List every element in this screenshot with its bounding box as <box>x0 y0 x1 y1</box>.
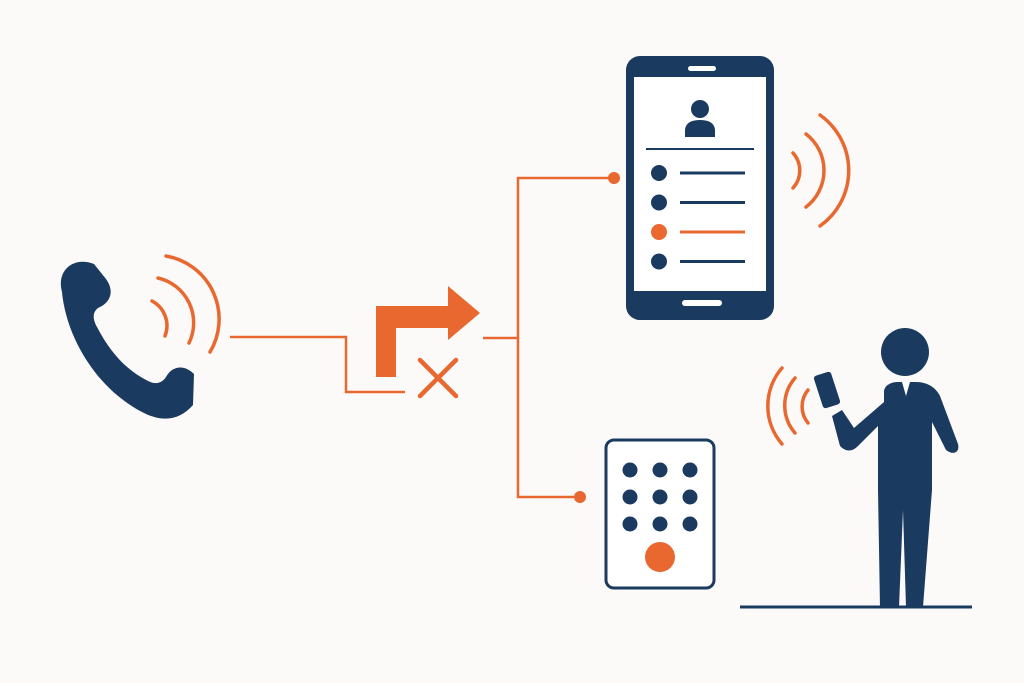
person-signal-waves <box>766 366 810 446</box>
keypad-key <box>652 516 668 532</box>
contact-list <box>651 165 745 270</box>
keypad-key <box>622 516 638 532</box>
forward-arrow-icon <box>376 286 480 377</box>
keypad-key <box>682 489 698 505</box>
keypad-keys <box>622 462 698 572</box>
keypad-icon <box>604 438 716 590</box>
person-icon <box>813 328 959 607</box>
contact-row <box>651 224 745 240</box>
connector-end-dot-top <box>608 172 620 184</box>
connector-branch <box>483 176 614 499</box>
keypad-call-button <box>645 542 675 572</box>
cross-mark-icon <box>417 357 459 399</box>
contact-row-dot <box>651 224 667 240</box>
contact-row-dot <box>651 165 667 181</box>
contact-row <box>651 253 745 270</box>
keypad-key <box>652 489 668 505</box>
keypad-key <box>652 462 668 478</box>
connector-end-dot-bottom <box>574 491 586 503</box>
smartphone-icon <box>626 56 774 320</box>
contact-row-dot <box>651 253 667 270</box>
contact-row-dot <box>651 194 667 211</box>
contact-avatar-icon <box>685 100 715 137</box>
keypad-key <box>622 462 638 478</box>
connector-call-to-forward <box>230 335 405 394</box>
keypad-key <box>682 516 698 532</box>
contact-row <box>651 165 745 181</box>
incoming-signal-waves <box>150 254 221 354</box>
phone-handset-icon <box>60 261 194 419</box>
keypad-key <box>622 489 638 505</box>
contact-row <box>651 194 745 211</box>
keypad-key <box>682 462 698 478</box>
ringing-signal-waves <box>791 113 851 228</box>
